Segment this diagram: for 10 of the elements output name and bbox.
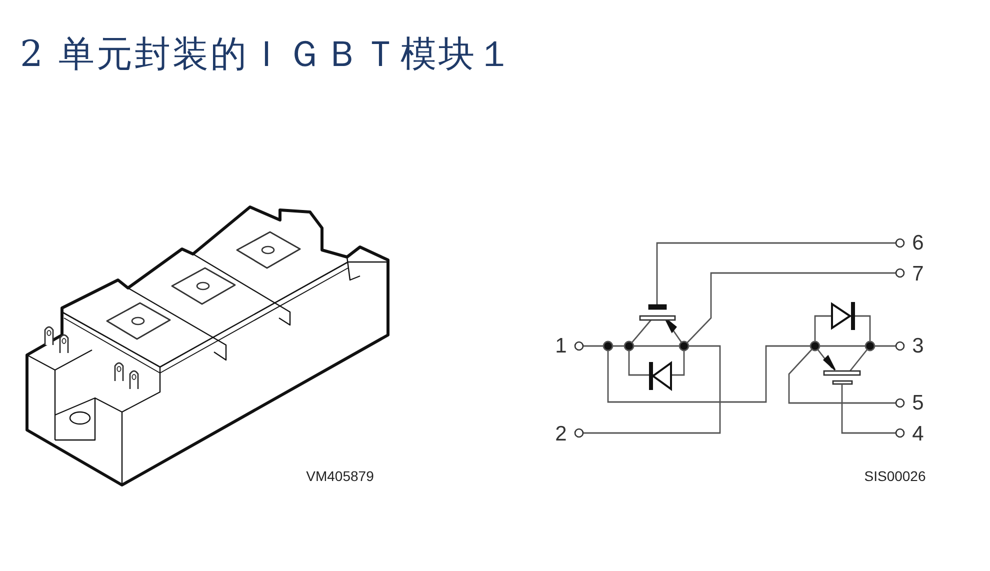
- pin-number: 4: [912, 424, 924, 444]
- figure-code: VM405879: [306, 469, 374, 483]
- pin-number: 5: [912, 392, 924, 414]
- pin-number: 7: [912, 264, 924, 284]
- pin-number: 2: [555, 424, 567, 444]
- slide-title: 2 单元封装的ＩＧＢＴ模块１: [20, 33, 514, 77]
- figure-code: SIS00026: [864, 469, 926, 483]
- pin-number: 3: [912, 336, 924, 356]
- pin-number: 6: [912, 232, 924, 254]
- pin-number: 1: [555, 336, 567, 356]
